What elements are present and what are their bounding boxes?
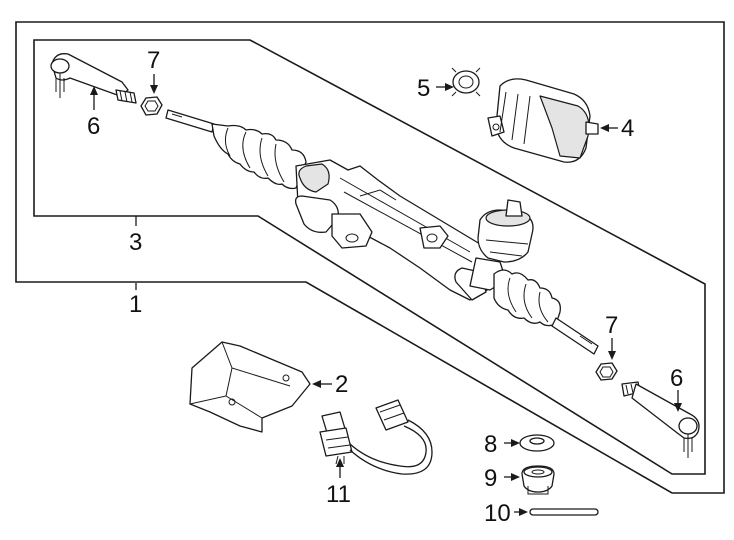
washer-part-8	[519, 434, 555, 452]
wire-harness-part-11	[319, 399, 433, 475]
rack-housing	[294, 159, 501, 301]
jam-nut-right	[595, 362, 618, 381]
leader-lines	[90, 74, 682, 516]
callout-8: 8	[484, 431, 497, 458]
callout-9: 9	[484, 465, 497, 492]
callout-4: 4	[621, 115, 634, 142]
nut-part-9	[521, 465, 555, 495]
seal-ring-part-5	[451, 67, 481, 97]
inner-tie-rod-right	[551, 317, 599, 355]
callout-2: 2	[335, 371, 348, 398]
callout-6-right: 6	[670, 365, 683, 392]
inner-tie-rod-left	[165, 109, 215, 133]
strap-part-10	[529, 508, 599, 516]
callout-10: 10	[484, 500, 511, 527]
callout-11: 11	[326, 481, 351, 508]
tie-rod-end-left	[50, 53, 137, 104]
heat-shield-part-2	[189, 341, 311, 433]
callout-5: 5	[417, 75, 430, 102]
callout-1: 1	[129, 291, 142, 318]
tie-rod-end-right	[621, 381, 700, 458]
callout-6-left: 6	[87, 113, 100, 140]
callout-7-right: 7	[605, 312, 618, 339]
callout-3: 3	[129, 229, 142, 256]
boot-left	[211, 123, 307, 190]
boot-right	[493, 269, 561, 327]
callout-7-left: 7	[147, 47, 160, 74]
gear-unit	[469, 199, 534, 291]
assembly-1-frame	[15, 21, 725, 494]
jam-nut-left	[140, 96, 163, 116]
motor-part-4	[487, 78, 599, 163]
assembly-3-frame	[33, 39, 706, 475]
